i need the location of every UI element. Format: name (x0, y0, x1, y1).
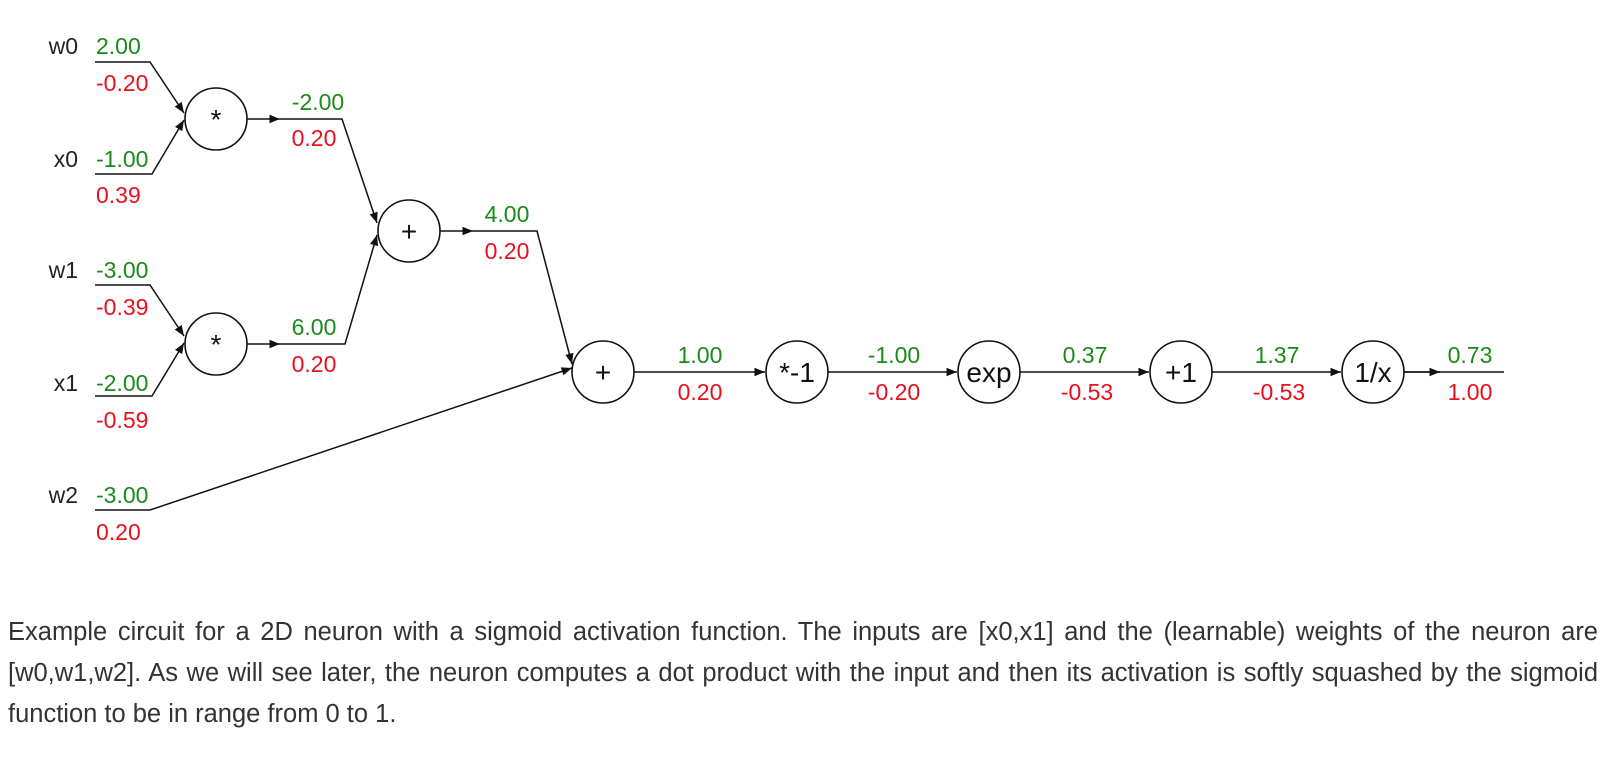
output-add0: 4.00 0.20 (485, 201, 530, 264)
output-mul0: -2.00 0.20 (292, 89, 345, 151)
gate-multiply-0: * (184, 87, 248, 151)
output-negate: -1.00 -0.20 (868, 342, 920, 405)
node-value: 6.00 (292, 314, 337, 340)
node-gradient: 0.20 (292, 125, 337, 151)
input-x0: x0 -1.00 0.39 (54, 146, 149, 208)
node-gradient: -0.53 (1253, 379, 1305, 405)
wire-mul1-to-add0 (280, 234, 379, 345)
sigmoid-neuron-circuit-diagram: w0 2.00 -0.20 x0 -1.00 0.39 w1 -3.00 -0.… (48, 33, 1504, 545)
output-reciprocal: 0.73 1.00 (1448, 342, 1493, 405)
gate-operator: 1/x (1354, 357, 1391, 388)
node-value: 1.37 (1255, 342, 1300, 368)
output-exp: 0.37 -0.53 (1061, 342, 1113, 405)
wire-x1-to-mul1 (95, 342, 185, 397)
input-gradient: -0.39 (96, 294, 148, 320)
wire-w2-to-add1 (95, 367, 573, 511)
wire-mul0-to-add0 (280, 118, 378, 224)
wire-add0-to-add1 (473, 230, 574, 365)
gate-circle (1149, 340, 1213, 404)
node-value: 0.37 (1063, 342, 1108, 368)
node-value: -1.00 (868, 342, 920, 368)
gate-circle (1341, 340, 1405, 404)
input-value: -1.00 (96, 146, 148, 172)
gate-exp: exp (957, 340, 1021, 404)
gate-circle (184, 87, 248, 151)
node-gradient: 0.20 (485, 238, 530, 264)
input-name: x1 (54, 370, 78, 396)
input-w2: w2 -3.00 0.20 (48, 482, 149, 545)
wires (95, 61, 1504, 511)
gate-add-0: + (377, 199, 441, 263)
input-gradient: -0.20 (96, 70, 148, 96)
gate-multiply-1: * (184, 312, 248, 376)
input-name: w1 (48, 257, 78, 283)
input-gradient: 0.39 (96, 182, 141, 208)
input-x1: x1 -2.00 -0.59 (54, 370, 149, 433)
node-value: 1.00 (678, 342, 723, 368)
input-value: -2.00 (96, 370, 148, 396)
node-gradient: 0.20 (678, 379, 723, 405)
gate-circle (765, 340, 829, 404)
input-value: 2.00 (96, 33, 141, 59)
input-name: w2 (48, 482, 78, 508)
gate-circle (957, 340, 1021, 404)
input-value: -3.00 (96, 257, 148, 283)
gate-circle (571, 340, 635, 404)
gate-add-1: + (571, 340, 635, 404)
gate-operator: * (211, 104, 222, 135)
gate-reciprocal: 1/x (1341, 340, 1405, 404)
gate-operator: +1 (1165, 357, 1197, 388)
input-gradient: -0.59 (96, 407, 148, 433)
input-name: x0 (54, 146, 78, 172)
gate-operator: + (401, 216, 417, 247)
input-name: w0 (48, 33, 78, 59)
gate-operator: *-1 (779, 357, 815, 388)
node-value: 4.00 (485, 201, 530, 227)
node-gradient: 0.20 (292, 351, 337, 377)
node-gradient: 1.00 (1448, 379, 1493, 405)
gate-negate: *-1 (765, 340, 829, 404)
wire-w0-to-mul0 (95, 61, 185, 114)
figure-caption: Example circuit for a 2D neuron with a s… (8, 618, 1598, 728)
input-w1: w1 -3.00 -0.39 (48, 257, 149, 320)
wire-x0-to-mul0 (95, 119, 185, 175)
gate-plus-one: +1 (1149, 340, 1213, 404)
input-w0: w0 2.00 -0.20 (48, 33, 149, 96)
input-gradient: 0.20 (96, 519, 141, 545)
gate-operator: exp (966, 357, 1011, 388)
node-gradient: -0.20 (868, 379, 920, 405)
wire-w1-to-mul1 (95, 284, 185, 337)
gate-operator: * (211, 329, 222, 360)
node-value: 0.73 (1448, 342, 1493, 368)
input-value: -3.00 (96, 482, 148, 508)
output-add1: 1.00 0.20 (678, 342, 723, 405)
gate-operator: + (595, 357, 611, 388)
node-gradient: -0.53 (1061, 379, 1113, 405)
output-mul1: 6.00 0.20 (292, 314, 337, 377)
output-plus-one: 1.37 -0.53 (1253, 342, 1305, 405)
gate-circle (184, 312, 248, 376)
gate-circle (377, 199, 441, 263)
node-value: -2.00 (292, 89, 344, 115)
